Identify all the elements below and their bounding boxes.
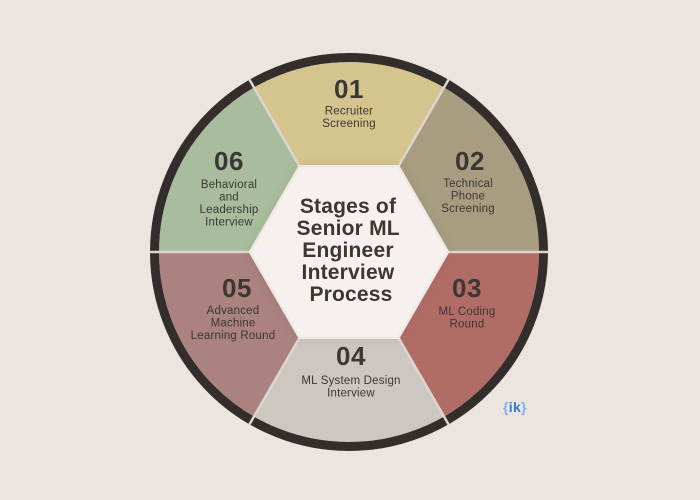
segment-dividers: [149, 78, 549, 426]
stage-label-line: Recruiter: [325, 106, 373, 118]
stage-label-line: Leadership: [200, 204, 259, 216]
title-line: Engineer: [302, 239, 393, 262]
logo-open-brace: {: [503, 399, 509, 415]
stage-label-line: Machine: [211, 318, 256, 330]
stage-label-line: ML System Design: [301, 375, 400, 387]
divider-line: [248, 337, 301, 426]
stage-number-02: 02: [455, 146, 485, 176]
divider-line: [397, 337, 450, 426]
title-line: Senior ML: [297, 217, 400, 240]
stage-label-line: Phone: [451, 191, 485, 203]
stage-label-line: Learning Round: [191, 330, 276, 342]
divider-line: [397, 78, 450, 167]
stage-number-05: 05: [222, 273, 252, 303]
diagram-title: Stages of Senior ML Engineer Interview P…: [297, 195, 406, 306]
stage-segment-01: [254, 62, 444, 167]
title-line: Interview: [302, 261, 395, 284]
stage-label-line: Screening: [322, 118, 376, 130]
stage-number-06: 06: [214, 146, 244, 176]
logo-close-brace: }: [521, 399, 527, 415]
stage-number-01: 01: [334, 74, 364, 104]
stage-label-line: Behavioral: [201, 179, 257, 191]
stage-segment-02: [398, 87, 539, 253]
wheel-segments: [159, 62, 539, 442]
stage-label-line: Technical: [443, 178, 493, 190]
title-line: Process: [309, 283, 392, 306]
stage-label-line: Interview: [327, 388, 375, 400]
center-hexagon: [248, 165, 450, 339]
stage-label-line: Interview: [205, 217, 253, 229]
stage-number-03: 03: [452, 273, 482, 303]
stage-number-04: 04: [336, 341, 366, 371]
stage-segment-03: [398, 252, 539, 417]
divider-line: [248, 78, 301, 167]
stage-segment-05: [159, 252, 300, 417]
stage-label-line: ML Coding: [439, 306, 496, 318]
stage-label-line: Round: [450, 319, 485, 331]
stage-label-line: and: [219, 192, 239, 204]
stage-label-line: Advanced: [207, 305, 260, 317]
title-line: Stages of: [300, 195, 397, 218]
stage-label-line: Screening: [441, 203, 495, 215]
logo-text: ik: [508, 399, 522, 415]
stage-segment-04: [254, 337, 444, 442]
stage-segment-06: [159, 87, 300, 253]
interview-kickstart-logo: {ik}: [503, 399, 527, 416]
